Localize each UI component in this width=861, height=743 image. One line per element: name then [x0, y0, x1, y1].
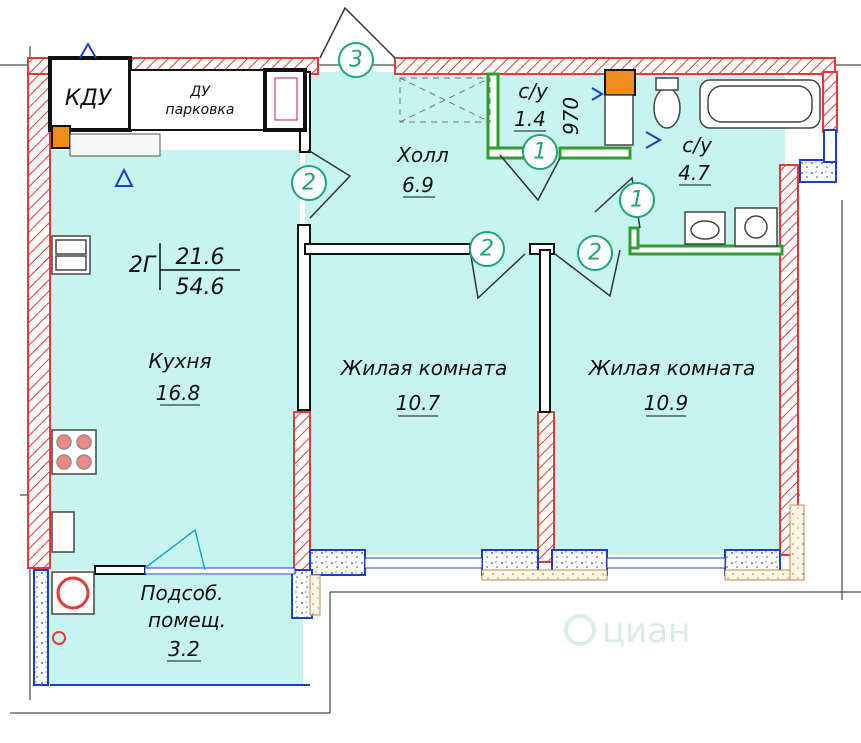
apartment-type-code: 2Г	[129, 253, 157, 278]
hall-area-value: 6.9	[402, 173, 434, 197]
bath-large-name: с/у	[682, 133, 713, 157]
door-marker-3	[338, 42, 374, 78]
door-marker-numbers: 3 2 1 1 2 2	[302, 48, 644, 266]
utility-area-value: 3.2	[168, 637, 200, 661]
bedroom-right-name: Жилая комната	[587, 356, 756, 380]
triangle-icon	[591, 87, 604, 101]
bath-small-name: с/у	[518, 79, 549, 103]
wet-room-walls	[486, 72, 784, 256]
door-marker-1-bath-large	[619, 182, 655, 218]
hall-name: Холл	[396, 143, 449, 167]
bedroom-right-area-value: 10.9	[644, 391, 689, 415]
room-labels: Кухня 16.8 Холл 6.9 Жилая комната 10.7 Ж…	[140, 79, 756, 662]
watermark: циан	[564, 611, 690, 651]
triangle-markers	[79, 41, 663, 187]
utility-name-line2: помещ.	[148, 608, 226, 632]
bedroom-left-area	[305, 250, 545, 555]
triangle-icon	[114, 167, 134, 187]
door-marker-2-bedroom-left	[469, 231, 505, 267]
door-markers	[291, 42, 655, 271]
bedroom-left-name: Жилая комната	[339, 356, 508, 380]
bedroom-left-area-value: 10.7	[396, 391, 441, 415]
windows	[33, 129, 837, 686]
kitchen-area-value: 16.8	[156, 381, 201, 405]
fixtures	[51, 77, 821, 645]
door-marker-2-hall	[291, 165, 327, 201]
door-marker-2-bedroom-right	[577, 235, 613, 271]
watermark-logo-icon	[564, 614, 596, 646]
door-number-3: 3	[349, 48, 363, 73]
du-label: ДУ	[189, 84, 211, 100]
du-sublabel: парковка	[166, 102, 235, 118]
dimension-970: 970	[559, 97, 583, 135]
dashed-diagonals	[399, 77, 491, 123]
door-number-2c: 2	[588, 241, 602, 266]
kitchen-area	[48, 150, 300, 570]
apartment-summary: 2Г 21.6 54.6	[129, 243, 240, 300]
du-box	[129, 69, 266, 131]
utility-name-line1: Подсоб.	[140, 581, 223, 605]
door-number-1b: 1	[630, 188, 644, 213]
triangle-icon	[79, 41, 97, 59]
bath-large-area-value: 4.7	[678, 161, 710, 185]
bedroom-right-area	[550, 250, 782, 555]
living-area: 21.6	[176, 245, 225, 270]
kitchen-sink	[51, 235, 91, 275]
door-number-1a: 1	[533, 140, 547, 165]
door-number-2b: 2	[480, 237, 494, 262]
kitchen-name: Кухня	[149, 349, 212, 373]
door-marker-1-bath-small	[522, 134, 558, 170]
kdu-label: КДУ	[65, 86, 113, 111]
toilet	[653, 87, 681, 129]
watermark-text: циан	[602, 611, 690, 651]
bathtub	[699, 79, 821, 129]
triangle-icon	[645, 131, 663, 149]
bath-small-area-value: 1.4	[514, 107, 546, 131]
total-area: 54.6	[176, 275, 225, 300]
washer	[734, 207, 778, 247]
shafts	[48, 56, 636, 157]
door-number-2a: 2	[302, 171, 316, 196]
